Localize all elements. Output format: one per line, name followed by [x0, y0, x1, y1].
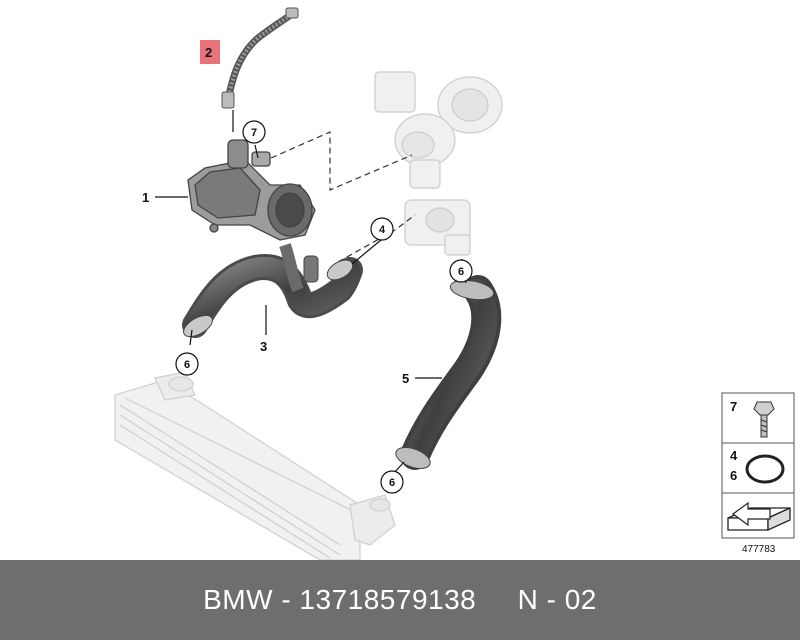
part-2-hose: [221, 7, 299, 109]
parts-diagram: 1 2 3 5 7 4 6 6 6 7 4: [114, 7, 795, 560]
circled-callout-6-left: 6: [175, 352, 199, 376]
circled-callout-7: 7: [242, 120, 266, 144]
callout-6: 6: [458, 266, 464, 278]
legend-oring-label-bottom: 6: [730, 468, 737, 483]
turbocharger-ghost: [374, 71, 503, 256]
callout-5: 5: [402, 371, 409, 386]
legend-panel: 7 4 6 477783: [721, 392, 795, 555]
callout-1: 1: [142, 190, 149, 205]
diagram-code: 477783: [742, 544, 776, 555]
callout-2-highlight: [200, 40, 220, 64]
circled-callout-6-bottom: 6: [380, 470, 404, 494]
circled-callout-4: 4: [370, 217, 394, 241]
connection-lines: [261, 131, 416, 263]
callout-3: 3: [260, 339, 267, 354]
callout-4: 4: [379, 224, 386, 236]
callout-2: 2: [205, 45, 212, 60]
intercooler-ghost: [114, 371, 396, 560]
o-ring-icon: [745, 454, 785, 484]
bolt-icon: [753, 401, 775, 438]
legend-bolt-label: 7: [730, 399, 737, 414]
part-3-charge-hose: [182, 243, 363, 338]
callout-7: 7: [251, 127, 257, 139]
part-number-caption: BMW - 13718579138 N - 02: [203, 584, 597, 615]
legend-oring-label-top: 4: [730, 448, 738, 463]
circled-callout-6-turbo: 6: [449, 259, 473, 283]
callout-6: 6: [184, 359, 190, 371]
callout-6: 6: [389, 477, 395, 489]
footer-bar: BMW - 13718579138 N - 02: [0, 560, 800, 640]
assembly-direction-icon: [727, 501, 791, 532]
part-1-resonator: [187, 139, 316, 241]
part-5-outlet-hose: [395, 275, 502, 470]
